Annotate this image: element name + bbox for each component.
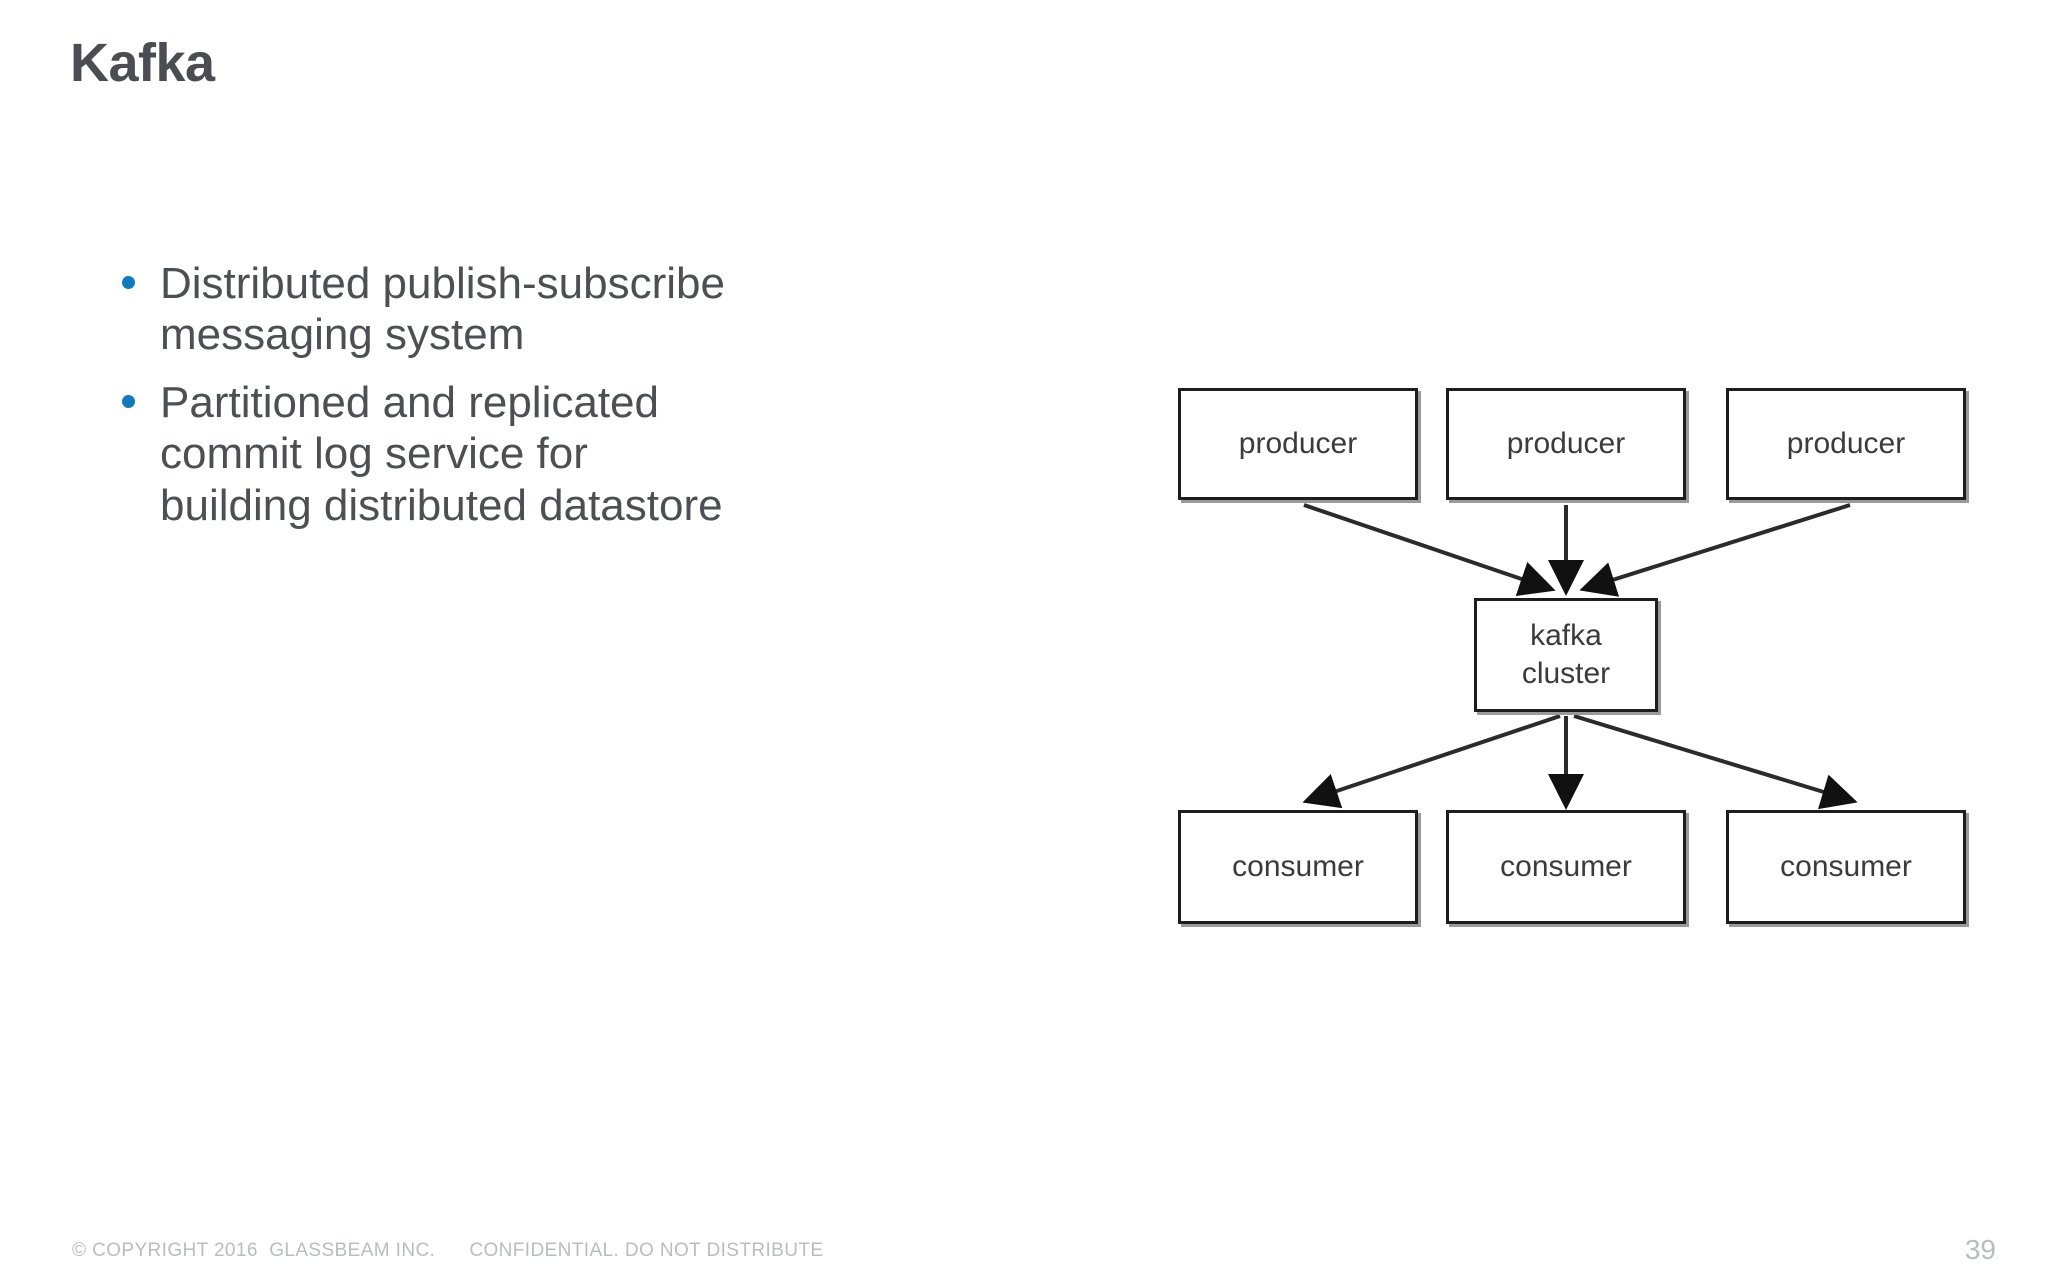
- page-title: Kafka: [70, 33, 215, 93]
- bullet-text: Partitioned and replicated commit log se…: [160, 377, 723, 530]
- consumer-node-3: consumer: [1726, 810, 1966, 924]
- consumer-node-1: consumer: [1178, 810, 1418, 924]
- bullet-item-1: Distributed publish-subscribe messaging …: [112, 258, 812, 361]
- producer-node-1: producer: [1178, 388, 1418, 500]
- consumer-node-2: consumer: [1446, 810, 1686, 924]
- edge-cluster-to-consumer1: [1302, 714, 1561, 809]
- bullet-dot-icon: [122, 394, 135, 408]
- bullet-text: Distributed publish-subscribe messaging …: [160, 259, 725, 360]
- edge-cluster-to-consumer3: [1573, 714, 1858, 810]
- kafka-cluster-node: kafka cluster: [1474, 598, 1658, 712]
- edge-producer1-to-cluster: [1303, 503, 1556, 597]
- kafka-architecture-diagram: producer producer producer kafka cluster…: [1150, 360, 2030, 960]
- bullet-item-2: Partitioned and replicated commit log se…: [112, 377, 812, 531]
- producer-node-2: producer: [1446, 388, 1686, 500]
- edge-producer3-to-cluster: [1579, 503, 1851, 597]
- footer-copyright: © COPYRIGHT 2016 GLASSBEAM INC. CONFIDEN…: [72, 1240, 824, 1261]
- bullet-dot-icon: [122, 276, 135, 289]
- bullet-list: Distributed publish-subscribe messaging …: [112, 258, 812, 547]
- page-number: 39: [1964, 1234, 1996, 1265]
- producer-node-3: producer: [1726, 388, 1966, 500]
- diagram-connectors: [1302, 503, 1858, 810]
